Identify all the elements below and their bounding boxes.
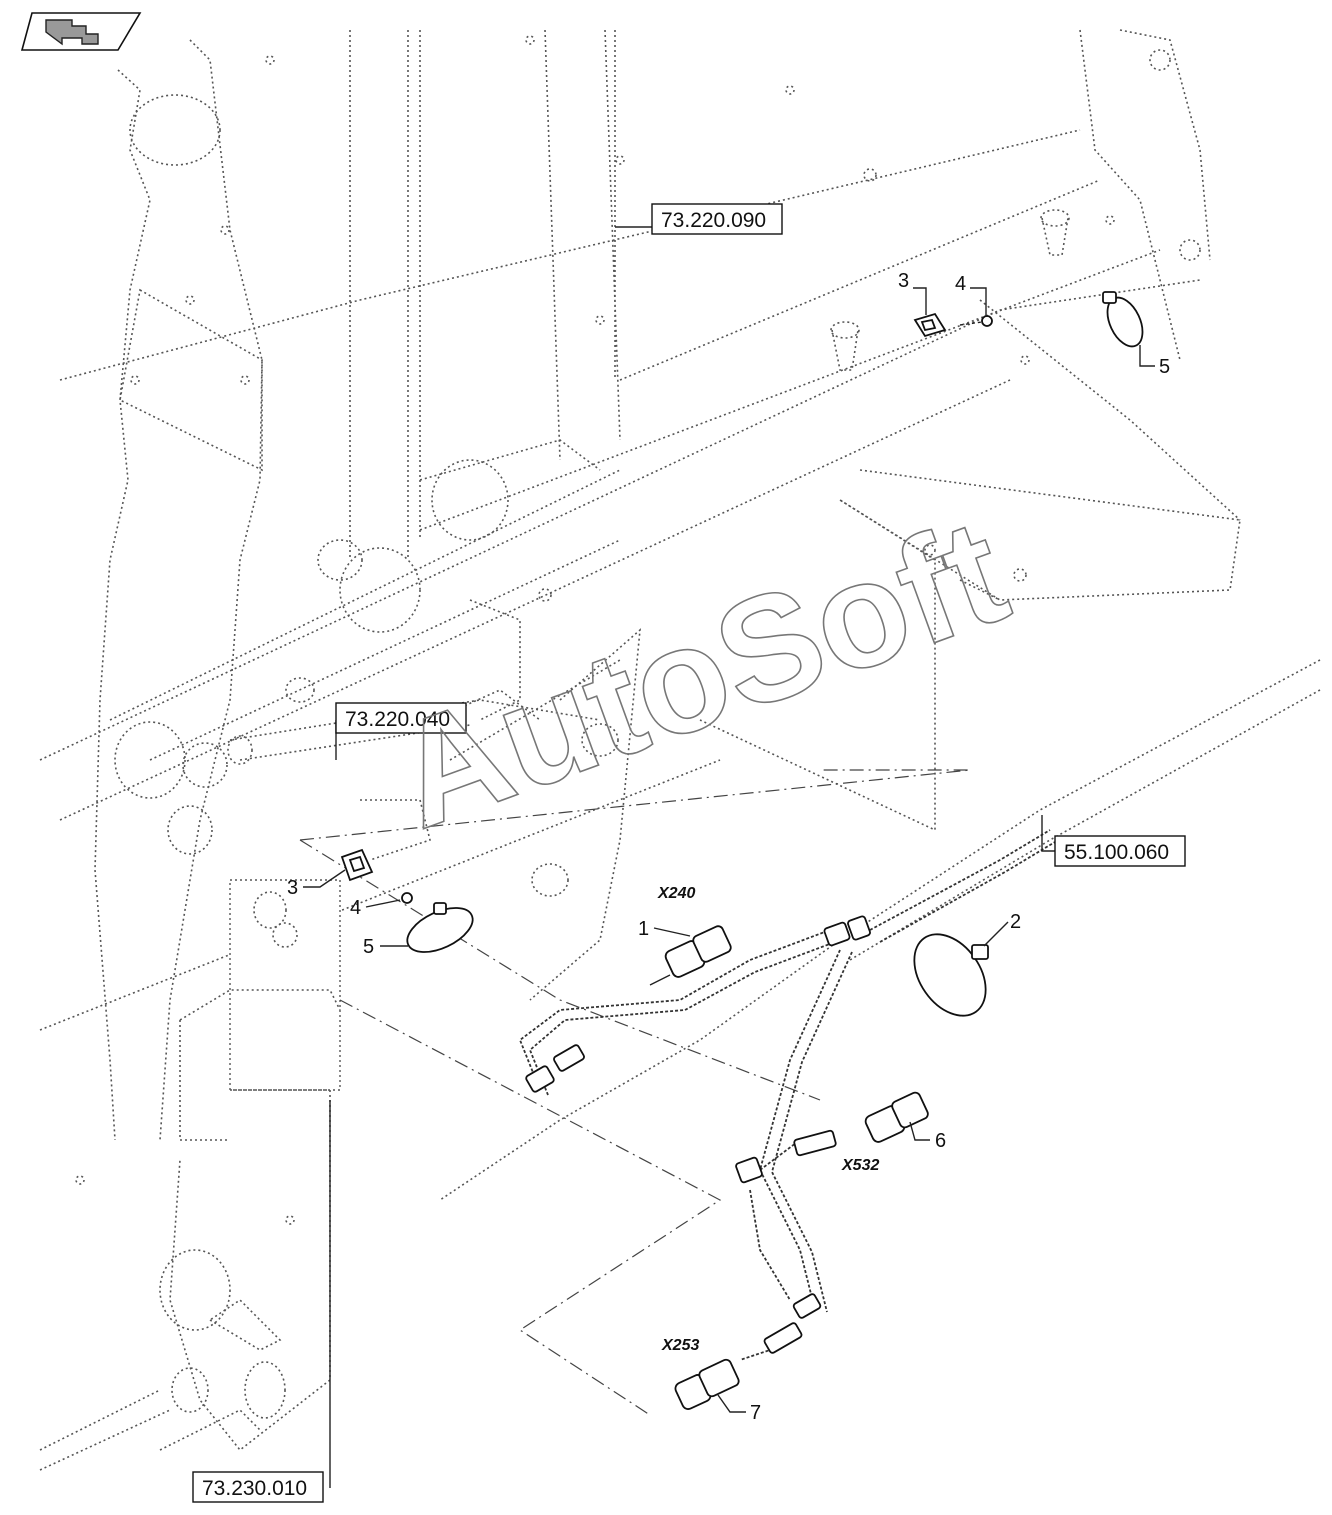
ref-box-73-220-090[interactable]: 73.220.090 xyxy=(651,203,783,235)
ref-text-55-100-060: 55.100.060 xyxy=(1064,841,1169,864)
machine-frame xyxy=(39,29,1321,1471)
callout-4-top: 4 xyxy=(955,273,966,295)
ref-box-55-100-060[interactable]: 55.100.060 xyxy=(1054,835,1186,867)
ref-text-73-230-010: 73.230.010 xyxy=(202,1477,307,1500)
callout-3-left: 3 xyxy=(287,877,298,899)
ref-text-73-220-040: 73.220.040 xyxy=(345,708,450,731)
part-1-connector-x240[interactable] xyxy=(649,925,732,986)
part-5-top-cable-tie[interactable] xyxy=(1100,291,1149,352)
watermark-text: AutoSoft xyxy=(373,486,1025,860)
connector-label-x240: X240 xyxy=(657,885,695,902)
connector-label-x532: X532 xyxy=(841,1157,879,1174)
part-5-left-cable-tie[interactable] xyxy=(401,899,480,961)
connector-label-x253: X253 xyxy=(661,1337,699,1354)
return-arrow-icon[interactable] xyxy=(20,12,142,51)
callout-5-left: 5 xyxy=(363,936,374,958)
ref-box-73-230-010[interactable]: 73.230.010 xyxy=(192,1471,324,1503)
part-3-top-clip[interactable] xyxy=(913,312,947,338)
ref-box-73-220-040[interactable]: 73.220.040 xyxy=(335,702,467,734)
part-7-connector-x253[interactable] xyxy=(673,1358,740,1411)
callout-4-left: 4 xyxy=(350,897,361,919)
callout-7: 7 xyxy=(750,1402,761,1424)
callout-2: 2 xyxy=(1010,911,1021,933)
part-3-left-clip[interactable] xyxy=(340,848,374,882)
callout-6: 6 xyxy=(935,1130,946,1152)
callout-1: 1 xyxy=(638,918,649,940)
wiring-harness xyxy=(518,829,1056,1361)
item-callouts: 3 4 5 1 2 3 4 5 6 7 xyxy=(287,270,1170,1424)
harness-fittings xyxy=(525,915,871,1354)
part-4-left-bolt[interactable] xyxy=(401,892,413,904)
callout-3-top: 3 xyxy=(898,270,909,292)
part-4-top-bolt[interactable] xyxy=(959,315,993,327)
callout-5-top: 5 xyxy=(1159,356,1170,378)
ref-text-73-220-090: 73.220.090 xyxy=(661,209,766,232)
part-6-connector-x532[interactable] xyxy=(864,1091,930,1144)
connector-labels: X240 X532 X253 xyxy=(657,885,879,1354)
assembly-zone-outlines xyxy=(299,769,971,1416)
part-2-cable-tie[interactable] xyxy=(900,921,1001,1029)
leader-lines xyxy=(303,226,1155,1488)
